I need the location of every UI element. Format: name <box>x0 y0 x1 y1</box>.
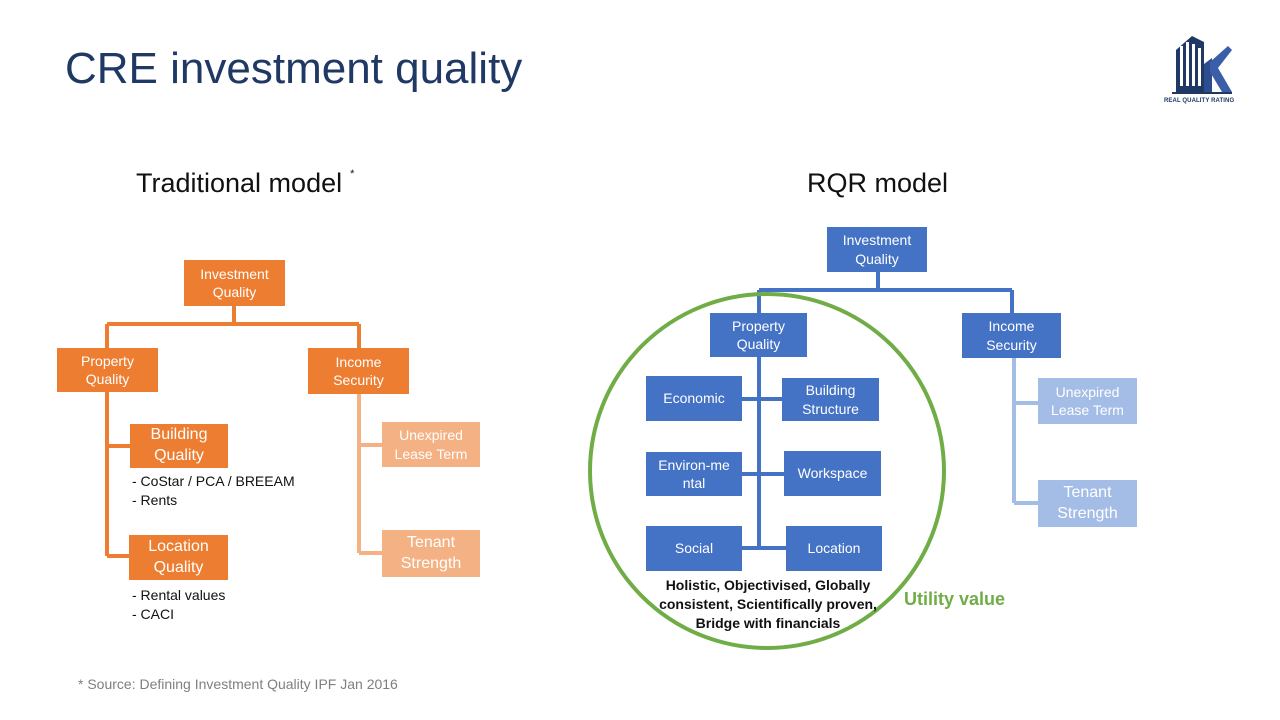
logo-text: REAL QUALITY RATING <box>1164 98 1235 104</box>
rqr-environmental-box: Environ-me ntal <box>646 452 742 496</box>
note-item: - CoStar / PCA / BREEAM <box>132 473 295 489</box>
source-footnote: * Source: Defining Investment Quality IP… <box>78 676 398 692</box>
trad-property-quality-box: Property Quality <box>57 348 158 392</box>
rqr-property-quality-box: Property Quality <box>710 313 807 357</box>
circle-caption: Holistic, Objectivised, Globally consist… <box>659 577 877 631</box>
note-item: - Rents <box>132 492 178 508</box>
rqr-income-security-box: Income Security <box>962 313 1061 358</box>
rqr-model-title: RQR model <box>807 168 949 198</box>
rqr-workspace-box: Workspace <box>784 451 881 496</box>
traditional-light-connectors <box>357 394 382 555</box>
rqr-building-structure-box: Building Structure <box>782 378 879 421</box>
traditional-model-title: Traditional model * <box>136 168 354 199</box>
utility-value-label: Utility value <box>904 589 1006 609</box>
trad-investment-quality-box: Investment Quality <box>184 260 285 306</box>
note-item: - Rental values <box>132 587 226 603</box>
note-item: - CACI <box>132 606 174 622</box>
rqr-social-box: Social <box>646 526 742 571</box>
traditional-model-label: Traditional model <box>136 168 343 198</box>
trad-location-quality-box: Location Quality <box>129 535 228 580</box>
trad-building-quality-box: Building Quality <box>130 424 228 468</box>
asterisk-marker: * <box>350 168 355 180</box>
rqr-light-connectors <box>1012 358 1038 505</box>
rqr-investment-quality-box: Investment Quality <box>827 227 927 272</box>
trad-income-security-box: Income Security <box>308 348 409 394</box>
building-quality-notes: - CoStar / PCA / BREEAM - Rents <box>132 472 295 510</box>
location-quality-notes: - Rental values - CACI <box>132 586 225 624</box>
logo-building-icon <box>1172 36 1232 94</box>
page-title: CRE investment quality <box>65 44 523 93</box>
rqr-unexpired-lease-box: Unexpired Lease Term <box>1038 378 1137 424</box>
traditional-connectors <box>105 306 361 558</box>
trad-tenant-strength-box: Tenant Strength <box>382 530 480 577</box>
rqr-location-box: Location <box>786 526 882 571</box>
trad-unexpired-lease-box: Unexpired Lease Term <box>382 422 480 467</box>
utility-circle <box>588 292 946 650</box>
logo: REAL QUALITY RATING <box>1162 30 1238 110</box>
rqr-tenant-strength-box: Tenant Strength <box>1038 480 1137 527</box>
rqr-economic-box: Economic <box>646 376 742 421</box>
rqr-connectors <box>742 272 1014 550</box>
